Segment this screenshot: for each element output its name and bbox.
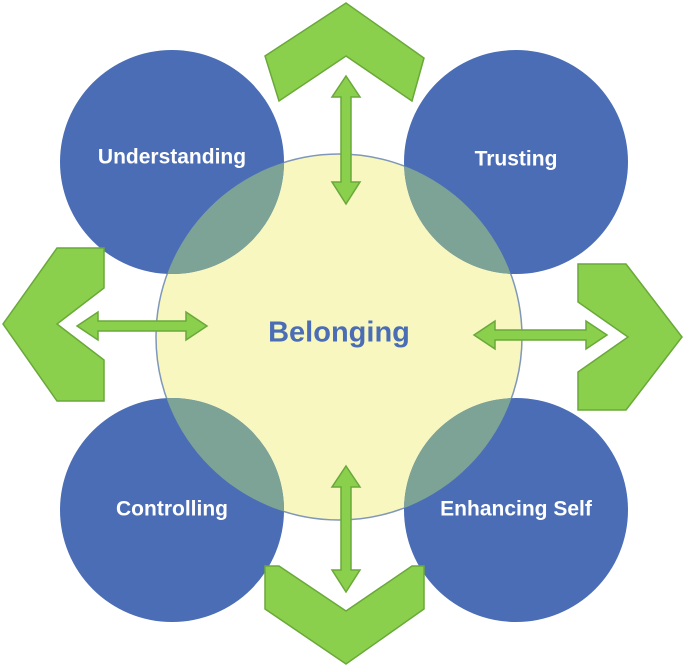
double-arrow-right-icon — [472, 319, 609, 351]
chevron-right-icon — [577, 263, 683, 411]
node-label-enhancing-self: Enhancing Self — [440, 498, 593, 521]
node-label-controlling: Controlling — [116, 498, 228, 521]
double-arrow-top-icon — [330, 74, 362, 206]
node-label-understanding: Understanding — [98, 146, 246, 169]
chevron-up-icon — [264, 2, 425, 103]
double-arrow-bottom-icon — [330, 464, 362, 594]
chevron-down-icon — [264, 565, 425, 665]
center-label: Belonging — [268, 317, 410, 349]
node-label-trusting: Trusting — [475, 148, 558, 171]
double-arrow-left-icon — [75, 310, 209, 342]
chevron-left-icon — [2, 247, 105, 402]
